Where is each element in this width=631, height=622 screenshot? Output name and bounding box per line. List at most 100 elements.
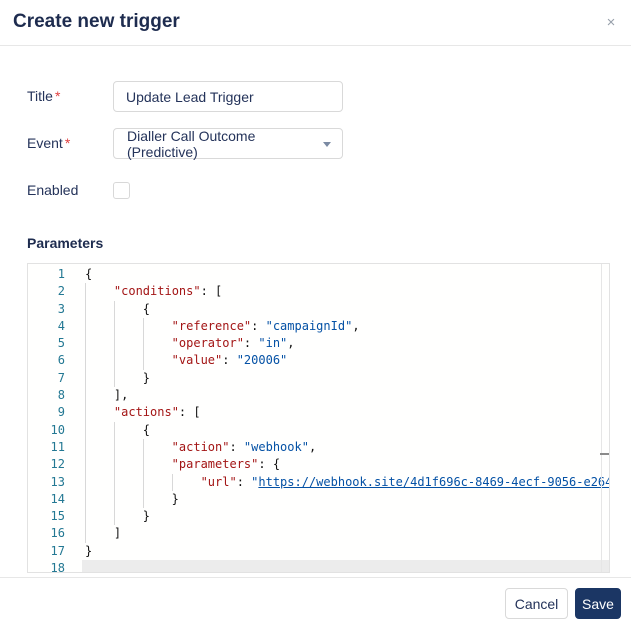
line-number: 5	[57, 336, 65, 351]
indent-guide	[85, 438, 114, 457]
page-title: Create new trigger	[13, 11, 180, 32]
indent-guide	[113, 300, 143, 318]
line-number: 18	[50, 561, 65, 573]
code-line[interactable]: 14}	[28, 490, 609, 509]
title-label: Title*	[27, 88, 61, 104]
indent-guide	[85, 421, 114, 439]
line-number: 3	[57, 301, 65, 316]
indent-guide	[113, 352, 143, 370]
indent-guide	[142, 352, 172, 370]
indent-guide	[113, 490, 143, 509]
code-line[interactable]: 6"value": "20006"	[28, 352, 609, 370]
indent-guide	[85, 473, 114, 491]
code-line[interactable]: 7}	[28, 369, 609, 388]
event-select[interactable]: Dialler Call Outcome (Predictive)	[113, 127, 343, 160]
scrollbar-track[interactable]	[601, 264, 602, 572]
line-number: 6	[57, 353, 65, 368]
save-button[interactable]: Save	[575, 588, 621, 619]
parameters-code-editor[interactable]: 1{2"conditions": [3{4"reference": "campa…	[27, 263, 610, 573]
indent-guide	[85, 525, 114, 543]
indent-guide	[85, 317, 114, 336]
code-content: }	[85, 490, 179, 509]
indent-guide	[85, 490, 114, 509]
indent-guide	[142, 490, 172, 509]
close-icon[interactable]: ×	[606, 14, 616, 31]
indent-guide	[113, 335, 143, 353]
indent-guide	[85, 456, 114, 474]
code-line[interactable]: 16]	[28, 525, 609, 543]
code-content: }	[85, 508, 150, 526]
line-number: 10	[50, 422, 65, 437]
indent-guide	[85, 369, 114, 388]
code-content: {	[85, 300, 150, 318]
title-input[interactable]	[113, 81, 343, 112]
code-content: "actions": [	[85, 404, 201, 422]
modal-header: Create new trigger ×	[0, 0, 631, 46]
code-line[interactable]: 4 "reference": "campaignId",	[28, 317, 609, 336]
code-line[interactable]: 15}	[28, 508, 609, 526]
required-asterisk: *	[64, 135, 71, 151]
required-asterisk: *	[54, 88, 61, 104]
line-number: 4	[57, 318, 65, 333]
code-content: "reference": "campaignId",	[85, 317, 360, 336]
line-number: 16	[50, 526, 65, 541]
line-number: 9	[57, 405, 65, 420]
indent-guide	[113, 369, 143, 388]
code-line[interactable]: 5 "operator": "in",	[28, 335, 609, 353]
code-content: "parameters": {	[85, 456, 280, 474]
line-number: 7	[57, 370, 65, 385]
code-line[interactable]: 3{	[28, 300, 609, 318]
indent-guide	[85, 300, 114, 318]
indent-guide	[142, 456, 172, 474]
indent-guide	[171, 473, 201, 491]
line-number: 12	[50, 457, 65, 472]
indent-guide	[85, 508, 114, 526]
line-number: 11	[50, 439, 65, 454]
code-content: "url": "https://webhook.site/4d1f696c-84…	[85, 473, 609, 491]
chevron-down-icon	[323, 142, 331, 147]
code-content: ]	[85, 525, 121, 543]
indent-guide	[142, 473, 172, 491]
line-number: 1	[57, 267, 65, 281]
code-line[interactable]: 12 "parameters": {	[28, 456, 609, 474]
code-line[interactable]: 11 "action": "webhook",	[28, 438, 609, 457]
code-content: "operator": "in",	[85, 335, 295, 353]
line-number: 13	[50, 474, 65, 489]
indent-guide	[142, 335, 172, 353]
code-line[interactable]: 10{	[28, 421, 609, 439]
line-number: 2	[57, 284, 65, 299]
code-line[interactable]: 13 "url": "https://webhook.site/4d1f696c-…	[28, 473, 609, 491]
event-label: Event*	[27, 135, 71, 151]
line-number: 8	[57, 388, 65, 403]
event-select-value: Dialler Call Outcome (Predictive)	[127, 127, 256, 160]
code-line[interactable]: 8],	[28, 387, 609, 405]
indent-guide	[85, 404, 114, 422]
indent-guide	[85, 335, 114, 353]
indent-guide	[113, 473, 143, 491]
indent-guide	[85, 387, 114, 405]
scrollbar-cursor-marker	[600, 453, 609, 455]
code-line[interactable]: 18	[28, 560, 609, 573]
cancel-button[interactable]: Cancel	[505, 588, 568, 619]
code-line[interactable]: 9 "actions": [	[28, 404, 609, 422]
enabled-checkbox[interactable]	[113, 182, 130, 199]
indent-guide	[142, 317, 172, 336]
indent-guide	[142, 438, 172, 457]
indent-guide	[85, 352, 114, 370]
line-number: 17	[50, 543, 65, 558]
code-line[interactable]: 2 "conditions": [	[28, 283, 609, 301]
code-content: "conditions": [	[85, 283, 222, 301]
line-number: 14	[50, 491, 65, 506]
line-number: 15	[50, 509, 65, 524]
indent-guide	[113, 438, 143, 457]
code-line[interactable]: 17}	[28, 543, 609, 560]
enabled-label: Enabled	[27, 182, 79, 198]
code-content: }	[85, 369, 150, 388]
code-line[interactable]: 1{	[28, 266, 609, 283]
code-content: "action": "webhook",	[85, 438, 316, 457]
indent-guide	[113, 456, 143, 474]
indent-guide	[113, 508, 143, 526]
indent-guide	[113, 421, 143, 439]
modal-footer: Cancel Save	[0, 577, 631, 622]
